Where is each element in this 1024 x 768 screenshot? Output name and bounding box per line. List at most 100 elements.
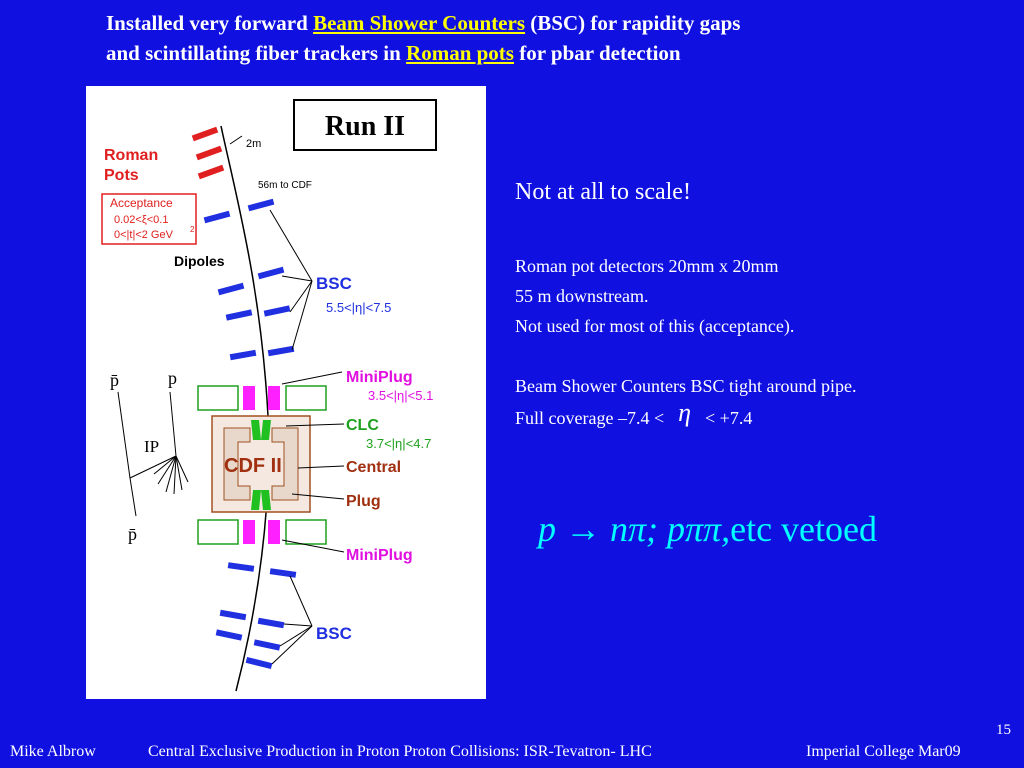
clc-range: 3.7<|η|<4.7	[366, 436, 431, 451]
clc-marker	[261, 490, 271, 510]
pomeron-sketch	[117, 391, 189, 517]
bsc-top-markers	[203, 198, 295, 361]
pbar-line	[129, 477, 137, 517]
notes-line-5: Full coverage –7.4 < η < +7.4	[515, 398, 1015, 433]
pbar-top-label: p̄	[110, 370, 119, 390]
bsc-bottom-arrows	[271, 575, 313, 665]
dist-2m-label: 2m	[246, 138, 261, 150]
bsc-arrow	[279, 625, 313, 647]
slide-title: Installed very forward Beam Shower Count…	[106, 8, 1006, 68]
central-arrow	[297, 465, 345, 469]
bsc-marker	[257, 266, 285, 280]
dipoles-label: Dipoles	[174, 253, 225, 269]
central-label: Central	[346, 459, 401, 476]
notes-line-2: 55 m downstream.	[515, 286, 649, 306]
plug-label: Plug	[346, 493, 381, 510]
bsc-marker	[229, 349, 257, 361]
bsc-arrow	[289, 280, 313, 313]
clc-label: CLC	[346, 417, 379, 434]
bsc-marker	[247, 198, 275, 212]
bsc-marker	[217, 282, 245, 296]
notes-line-4: Beam Shower Counters BSC tight around pi…	[515, 376, 857, 396]
footer-author: Mike Albrow	[10, 743, 96, 760]
title-link-bsc[interactable]: Beam Shower Counters	[313, 11, 526, 35]
formula-text: etc vetoed	[730, 509, 878, 549]
cdf-right-plug	[271, 427, 299, 501]
clc-marker	[251, 490, 261, 510]
eta-symbol: η	[678, 398, 692, 427]
run-label: Run II	[325, 111, 405, 142]
coverage-post: < +7.4	[705, 408, 753, 428]
clc-marker	[261, 420, 271, 440]
jet-ray	[175, 455, 183, 491]
pomeron-label: IP	[144, 437, 159, 456]
miniplug-bottom-right	[268, 520, 280, 544]
bsc-marker	[257, 617, 285, 629]
notes-line-1: Roman pot detectors 20mm x 20mm	[515, 256, 779, 276]
jet-ray	[173, 455, 177, 495]
p-label: p	[168, 368, 177, 388]
pomeron-link	[129, 455, 177, 479]
acceptance-t: 0<|t|<2 GeV	[114, 229, 174, 241]
notes-line-3: Not used for most of this (acceptance).	[515, 316, 795, 336]
slide-notes: Not at all to scale! Roman pot detectors…	[515, 175, 1015, 433]
roman-pot-marker	[197, 164, 225, 180]
title-part4: for pbar detection	[513, 41, 681, 65]
page-number: 15	[996, 722, 1011, 738]
bsc-marker	[269, 568, 297, 578]
title-part3: and scintillating fiber trackers in	[106, 41, 407, 65]
bsc-arrow	[271, 625, 313, 665]
bsc-marker	[245, 656, 273, 670]
miniplug-top-right	[268, 386, 280, 410]
title-part2: (BSC) for rapidity gaps	[525, 11, 741, 35]
acceptance-title: Acceptance	[110, 196, 173, 210]
detector-diagram: Run II 2m 56m to CDF Roman Pots Acceptan…	[86, 86, 486, 699]
bsc-arrow	[291, 280, 313, 351]
detector-diagram-svg: Run II 2m 56m to CDF Roman Pots Acceptan…	[101, 99, 437, 692]
acceptance-sup: 2	[190, 225, 195, 234]
bsc-bottom-markers	[215, 562, 297, 670]
bsc-marker	[215, 629, 243, 641]
bsc-marker	[203, 210, 231, 224]
scale-note: Not at all to scale!	[515, 179, 691, 205]
bsc-marker	[225, 309, 253, 321]
jet-ray	[165, 455, 177, 493]
cdf-label: CDF II	[224, 455, 282, 477]
pbar-bottom-label: p̄	[128, 524, 137, 544]
bsc-marker	[219, 609, 247, 621]
acceptance-box	[101, 193, 197, 245]
title-link-roman-pots[interactable]: Roman pots	[406, 41, 514, 65]
clc-marker	[251, 420, 261, 440]
bsc-arrow	[283, 623, 313, 627]
roman-pot-marker	[195, 145, 223, 161]
acceptance-xi: 0.02<ξ<0.1	[114, 214, 168, 226]
bsc-marker	[253, 639, 281, 651]
bsc-arrow	[269, 209, 313, 282]
bottom-left-frame	[197, 519, 239, 545]
jet-ray	[153, 455, 177, 475]
bsc-marker	[227, 562, 255, 572]
clc-markers	[251, 420, 271, 510]
bsc-top-label: BSC	[316, 274, 352, 293]
veto-formula: p → nπ; pππ,etc vetoed	[538, 508, 998, 550]
roman-pot-markers	[191, 126, 225, 180]
coverage-pre: Full coverage –7.4 <	[515, 408, 665, 428]
title-part1: Installed very forward	[106, 11, 314, 35]
miniplug-top-left	[243, 386, 255, 410]
roman-pots-label-1: Roman	[104, 147, 158, 164]
notes-gap	[515, 341, 1015, 371]
clc-arrow	[285, 423, 345, 427]
roman-pots-label-2: Pots	[104, 167, 139, 184]
jet-ray	[157, 455, 177, 485]
top-right-frame	[285, 385, 327, 411]
bsc-bottom-label: BSC	[316, 624, 352, 643]
bsc-top-arrows	[269, 209, 313, 351]
run-label-box	[293, 99, 437, 151]
bsc-arrow	[281, 275, 313, 282]
miniplug-top-range: 3.5<|η|<5.1	[368, 388, 433, 403]
dist-56m-label: 56m to CDF	[258, 180, 312, 191]
miniplug-bottom-left	[243, 520, 255, 544]
bsc-marker	[263, 305, 291, 317]
cdf-left-plug	[223, 427, 251, 501]
miniplug-top-arrow	[281, 371, 343, 385]
